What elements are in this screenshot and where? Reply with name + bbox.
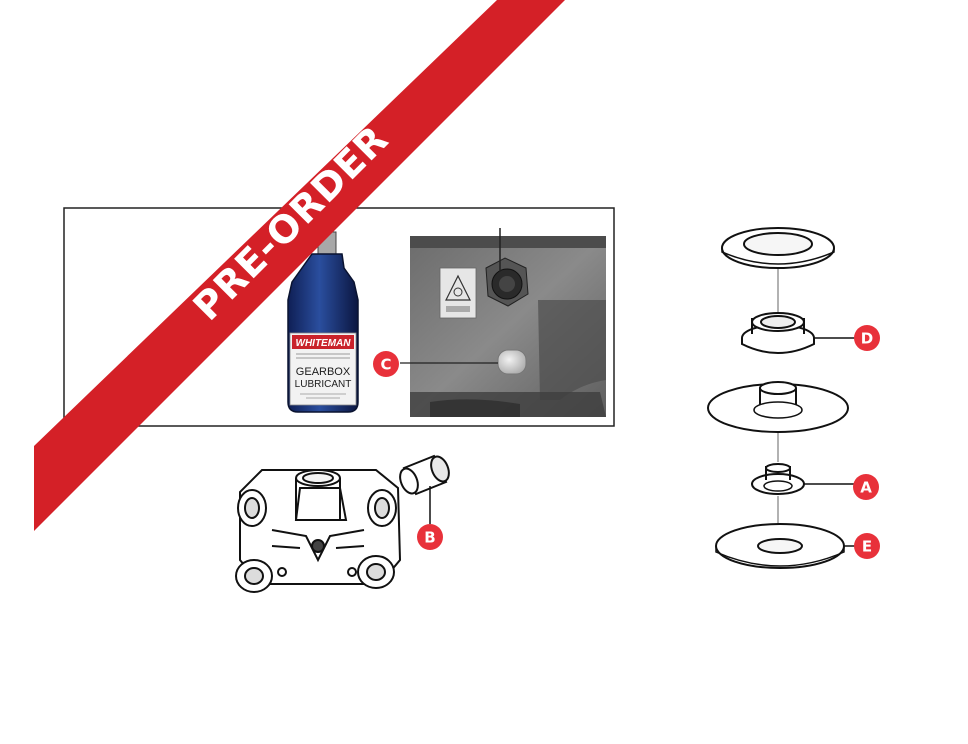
callout-d: D bbox=[854, 325, 880, 351]
gearbox-photo bbox=[400, 228, 606, 417]
callout-d-letter: D bbox=[861, 330, 873, 348]
bottle-line2: LUBRICANT bbox=[295, 379, 352, 390]
callout-e: E bbox=[854, 533, 880, 559]
callout-e-letter: E bbox=[862, 538, 872, 556]
bottle-line1: GEARBOX bbox=[296, 366, 351, 378]
lubricant-bottle: WHITEMAN GEARBOX LUBRICANT bbox=[287, 231, 359, 413]
bottle-brand: WHITEMAN bbox=[296, 338, 352, 349]
callout-c: C bbox=[373, 351, 399, 377]
gearbox-housing-drawing bbox=[235, 469, 402, 593]
callout-a-letter: A bbox=[860, 479, 872, 497]
callout-b: B bbox=[417, 524, 443, 550]
bushing-b bbox=[399, 454, 450, 524]
callout-c-letter: C bbox=[380, 356, 391, 374]
callout-a: A bbox=[853, 474, 879, 500]
callout-b-letter: B bbox=[424, 529, 435, 547]
washer-stack bbox=[707, 227, 858, 569]
